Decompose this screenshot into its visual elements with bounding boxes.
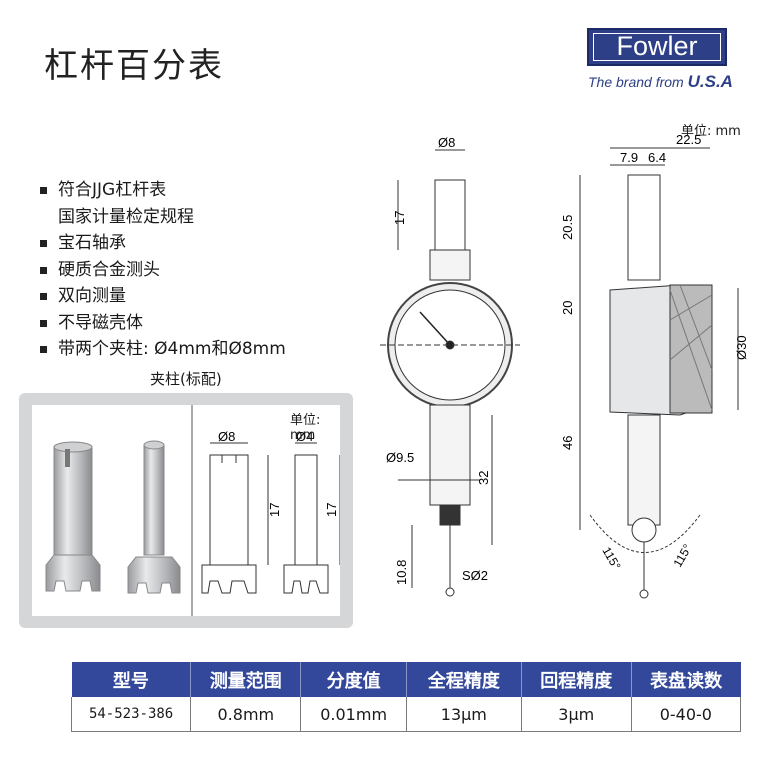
table-cell: 3μm [520, 697, 632, 732]
side-dim-w225: 22.5 [676, 132, 701, 147]
logo-tagline: The brand from U.S.A [588, 72, 733, 91]
side-dim-angle1: 115° [599, 545, 623, 573]
clamp-drawing-8mm [201, 442, 269, 594]
table-cell: 13μm [405, 697, 522, 732]
table-row: 54-523-386 0.8mm 0.01mm 13μm 3μm 0-40-0 [70, 697, 742, 732]
table-cell-model: 54-523-386 [70, 697, 192, 732]
feature-list: 符合JJG杠杆表 国家计量检定规程 宝石轴承 硬质合金测头 双向测量 不导磁壳体… [40, 177, 286, 363]
feature-item: 符合JJG杠杆表 [40, 177, 286, 204]
side-dim-h205: 20.5 [560, 215, 575, 240]
table-header-row: 型号 测量范围 分度值 全程精度 回程精度 表盘读数 [71, 662, 741, 697]
clamp-panel: Ø8 Ø4 17 17 单位: mm [19, 393, 353, 628]
side-dim-d30: Ø30 [734, 335, 749, 360]
feature-item: 不导磁壳体 [40, 310, 286, 337]
feature-item: 硬质合金测头 [40, 257, 286, 284]
table-header: 测量范围 [190, 662, 302, 697]
logo-text: Fowler [616, 31, 698, 61]
table-cell: 0.01mm [300, 697, 407, 732]
front-dim-h32: 32 [476, 471, 491, 485]
feature-item-continued: 国家计量检定规程 [58, 206, 194, 227]
table-header: 回程精度 [521, 662, 632, 697]
side-dim-w79: 7.9 [620, 150, 638, 165]
front-view-drawing: Ø8 17 Ø9.5 32 10.8 SØ2 [380, 135, 520, 597]
table-cell: 0.8mm [190, 697, 302, 732]
clamp-drawings: Ø8 Ø4 17 17 [45, 405, 341, 616]
front-dim-s2: SØ2 [462, 568, 488, 583]
clamp-title: 夹柱(标配) [150, 370, 222, 388]
clamp-photo-8mm [45, 441, 101, 592]
spec-table: 型号 测量范围 分度值 全程精度 回程精度 表盘读数 54-523-386 0.… [70, 662, 742, 732]
clamp-panel-inner: Ø8 Ø4 17 17 单位: mm [32, 405, 341, 616]
feature-item: 双向测量 [40, 283, 286, 310]
side-dim-h20: 20 [560, 301, 575, 315]
side-view-drawing: 22.5 7.9 6.4 20.5 20 Ø30 46 115° 115° [560, 132, 749, 599]
table-header: 全程精度 [406, 662, 522, 697]
side-dim-w64: 6.4 [648, 150, 666, 165]
clamp-drawing-4mm [283, 442, 341, 594]
front-dim-d8: Ø8 [438, 135, 455, 150]
unit-label: 单位: mm [290, 413, 321, 443]
table-cell: 0-40-0 [630, 697, 742, 732]
table-header: 表盘读数 [631, 662, 741, 697]
front-dim-h17: 17 [392, 211, 407, 225]
feature-item: 带两个夹柱: Ø4mm和Ø8mm [40, 336, 286, 363]
feature-item: 宝石轴承 [40, 230, 286, 257]
page-title: 杠杆百分表 [44, 46, 224, 86]
front-dim-h108: 10.8 [394, 560, 409, 585]
clamp-dim-h2: 17 [324, 503, 339, 517]
fowler-logo: Fowler [587, 28, 727, 66]
clamp-dim-d8: Ø8 [218, 429, 235, 444]
unit-label-top: 单位: mm [681, 124, 741, 139]
table-header: 分度值 [300, 662, 407, 697]
clamp-dim-h1: 17 [267, 503, 282, 517]
table-header: 型号 [71, 662, 192, 697]
clamp-photo-4mm [127, 440, 181, 594]
side-dim-h46: 46 [560, 436, 575, 450]
front-dim-d95: Ø9.5 [386, 450, 414, 465]
side-dim-angle2: 115° [670, 542, 694, 570]
clamp-dim-d4: Ø4 [296, 429, 313, 444]
